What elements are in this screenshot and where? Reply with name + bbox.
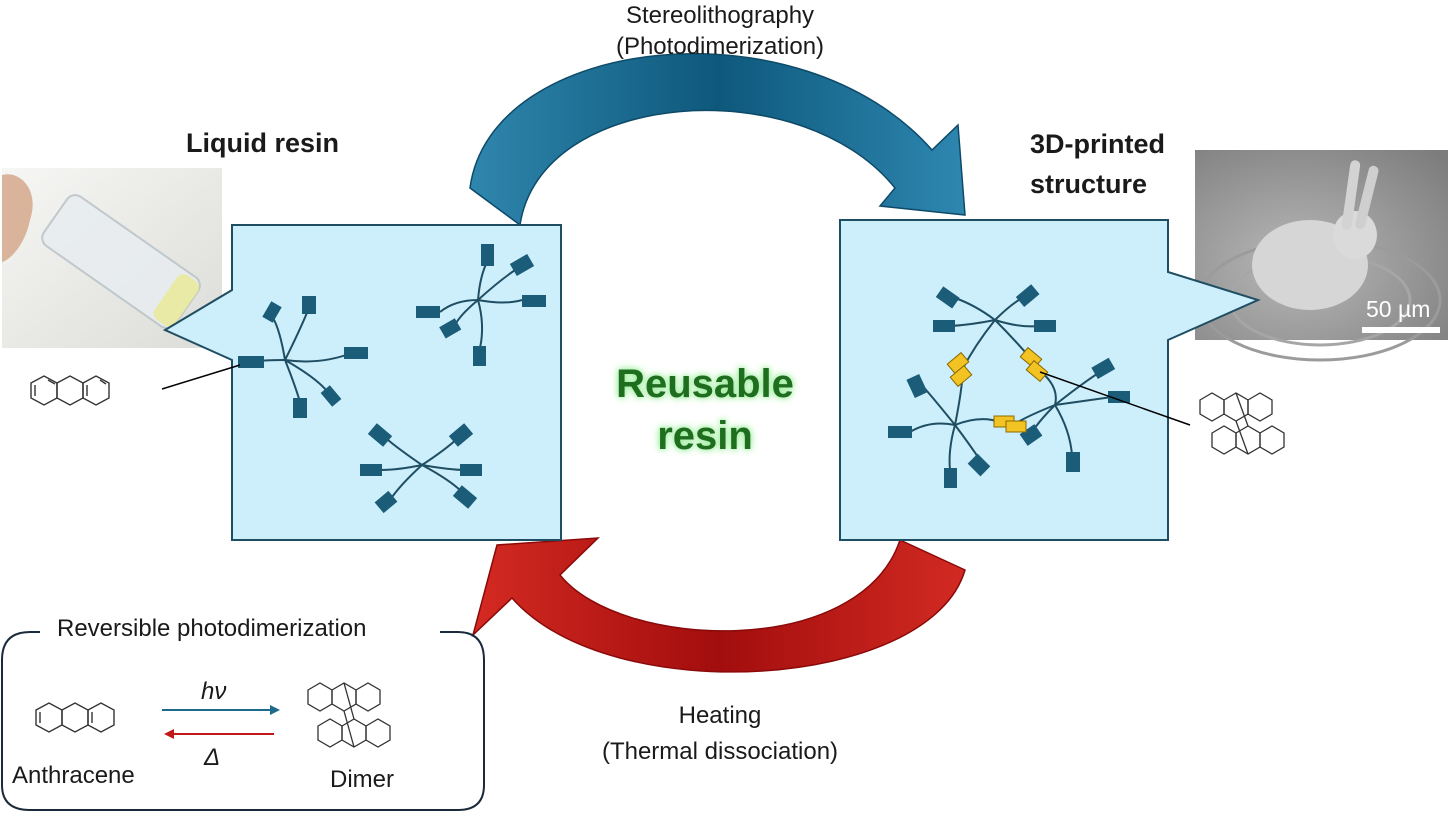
printed-structure-title-line2: structure	[1030, 169, 1148, 199]
top-process-line2: (Photodimerization)	[615, 33, 825, 60]
top-process-line1: Stereolithography	[625, 2, 815, 29]
legend-dimer-structure	[307, 682, 391, 748]
star-molecule	[416, 244, 546, 366]
legend-box	[1, 631, 485, 811]
reverse-condition-label: Δ	[204, 744, 221, 771]
forward-process-arrow	[469, 53, 966, 227]
product-label: Dimer	[330, 766, 394, 793]
pointer-line	[161, 364, 241, 390]
sem-image	[1195, 150, 1448, 362]
reverse-reaction-arrowhead	[164, 729, 174, 739]
printed-structure-title: 3D-printed structure	[1030, 124, 1165, 204]
liquid-resin-title: Liquid resin	[186, 128, 340, 158]
top-process-label: Stereolithography (Photodimerization)	[560, 0, 880, 62]
printed-structure-title-line1: 3D-printed	[1030, 129, 1165, 159]
crosslinked-network	[888, 284, 1130, 488]
bottom-process-label: Heating (Thermal dissociation)	[560, 698, 880, 770]
reverse-process-arrow	[471, 537, 966, 673]
liquid-resin-panel	[162, 224, 562, 541]
dimer-structure	[1199, 392, 1285, 455]
star-molecule	[360, 423, 482, 514]
reactant-label: Anthracene	[12, 762, 135, 789]
pointer-line	[1039, 371, 1191, 426]
forward-condition-label: hν	[201, 678, 227, 705]
anthracene-structure	[30, 375, 110, 406]
center-label-line2: resin	[657, 414, 753, 458]
bottom-process-line2: (Thermal dissociation)	[601, 738, 839, 765]
legend-anthracene-structure	[35, 702, 115, 733]
legend-title: Reversible photodimerization	[54, 615, 370, 643]
scale-bar-label: 50 µm	[1366, 296, 1431, 322]
bottom-process-line1: Heating	[678, 702, 762, 729]
star-molecule	[238, 296, 368, 418]
center-label: Reusable resin	[560, 358, 850, 462]
forward-reaction-arrowhead	[270, 705, 280, 715]
center-label-line1: Reusable	[616, 362, 794, 406]
